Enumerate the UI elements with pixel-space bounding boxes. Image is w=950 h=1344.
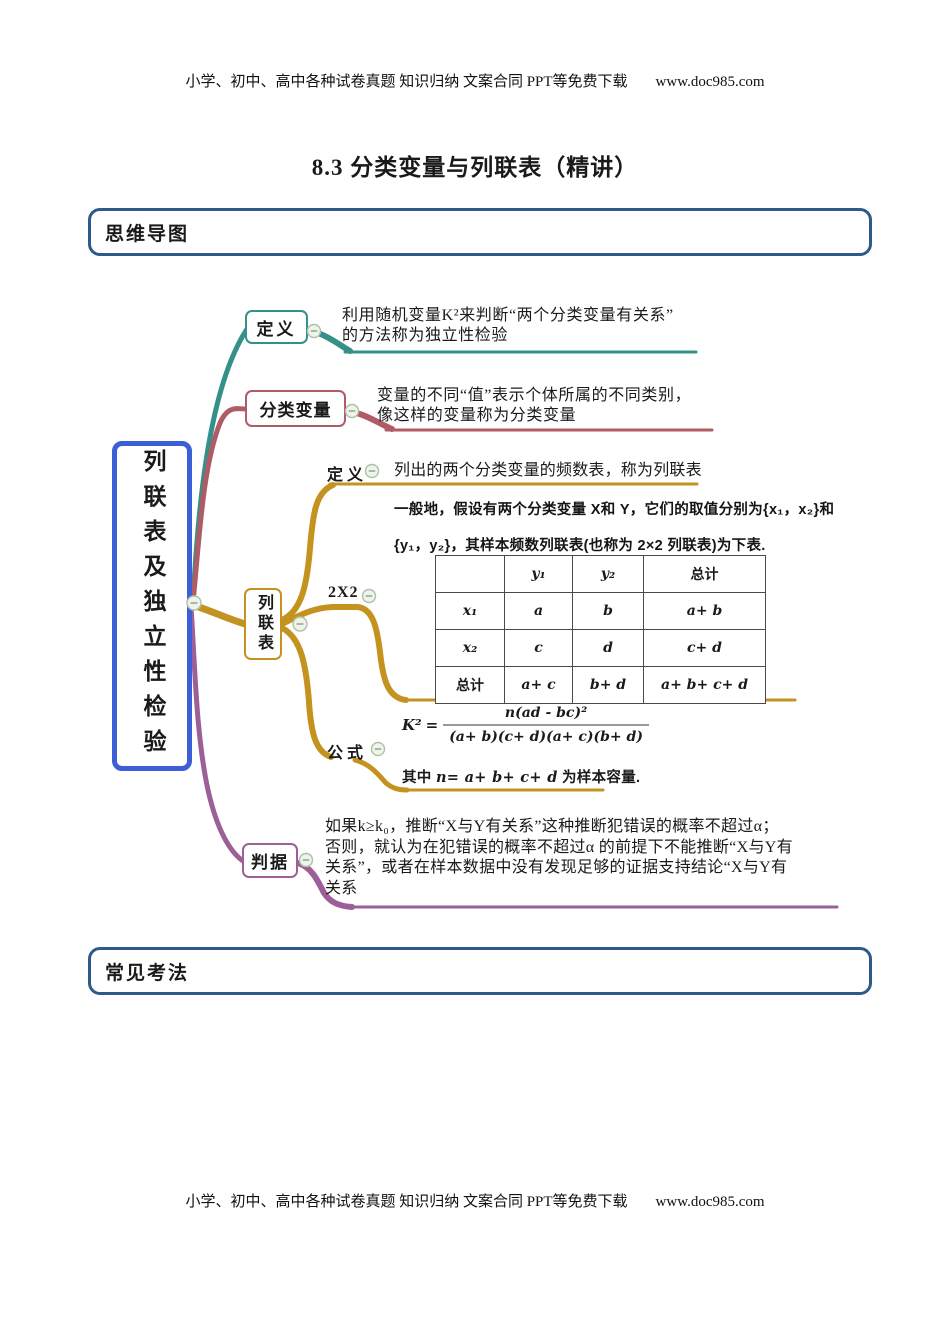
table-cell: b xyxy=(572,592,644,630)
table-cell: 总计 xyxy=(435,666,505,704)
mindmap-root-label: 列联表及独立性检验 xyxy=(140,448,165,764)
node-criterion[interactable]: 判据 xyxy=(242,843,298,878)
table-cell: b+ d xyxy=(572,666,644,704)
table-cell: c+ d xyxy=(643,629,766,667)
table-row: x₂ c d c+ d xyxy=(435,629,766,667)
node-toggle-icon[interactable] xyxy=(186,595,202,611)
sub-node-def2-label[interactable]: 定义 xyxy=(327,467,368,484)
node-categorical-label: 分类变量 xyxy=(259,401,332,420)
branch-trunk-def2 xyxy=(279,482,336,623)
mindmap-root-node[interactable]: 列联表及独立性检验 xyxy=(112,441,192,771)
criterion-text: 如果k≥k₀，推断“X与Y有关系”这种推断犯错误的概率不超过α； 否则，就认为在… xyxy=(325,818,793,897)
node-contingency[interactable]: 列联表 xyxy=(244,588,282,660)
formula-note: 其中 n= a+ b+ c+ d 为样本容量. xyxy=(402,766,640,787)
formula-lhs: K² xyxy=(402,716,422,734)
table-row: y₁ y₂ 总计 xyxy=(435,555,766,593)
table-cell: c xyxy=(504,629,573,667)
table-cell: a+ c xyxy=(504,666,573,704)
formula-note-math: n= a+ b+ c+ d xyxy=(435,769,558,786)
section-mindmap-box: 思维导图 xyxy=(88,208,872,256)
branch-curve-criterion xyxy=(188,604,246,864)
table-row: 总计 a+ c b+ d a+ b+ c+ d xyxy=(435,666,766,704)
categorical-text: 变量的不同“值”表示个体所属的不同类别， 像这样的变量称为分类变量 xyxy=(377,387,692,424)
table-cell: a+ b+ c+ d xyxy=(643,666,766,704)
branch-trunk-2x2 xyxy=(279,604,409,703)
table-cell: x₁ xyxy=(435,592,505,630)
table-cell xyxy=(435,555,505,593)
page-header: 小学、初中、高中各种试卷真题 知识归纳 文案合同 PPT等免费下载 www.doc… xyxy=(0,70,950,91)
branch-trunk-formula xyxy=(279,625,334,760)
formula-denominator: (a+ b)(c+ d)(a+ c)(b+ d) xyxy=(443,724,649,745)
page-title: 8.3 分类变量与列联表（精讲） xyxy=(311,155,639,180)
footer-url: www.doc985.com xyxy=(655,1194,765,1210)
page-footer: 小学、初中、高中各种试卷真题 知识归纳 文案合同 PPT等免费下载 www.doc… xyxy=(0,1190,950,1211)
node-toggle-icon[interactable] xyxy=(344,403,360,419)
table-cell: a+ b xyxy=(643,592,766,630)
node-toggle-icon[interactable] xyxy=(306,323,322,339)
node-toggle-icon[interactable] xyxy=(298,852,314,868)
section-methods-box: 常见考法 xyxy=(88,947,872,995)
formula-numerator: n(ad - bc)² xyxy=(504,705,588,721)
node-criterion-label: 判据 xyxy=(251,853,289,872)
section-methods-label: 常见考法 xyxy=(105,962,190,984)
formula-note-suffix: 为样本容量. xyxy=(557,770,641,786)
table-cell: 总计 xyxy=(643,555,766,593)
node-toggle-icon[interactable] xyxy=(361,588,377,604)
branch-conn-criterion xyxy=(295,860,355,910)
node-definition-label: 定义 xyxy=(256,319,297,339)
formula-equals: = xyxy=(425,716,439,734)
sub-node-formula-label[interactable]: 公式 xyxy=(327,745,368,762)
header-url: www.doc985.com xyxy=(655,74,765,90)
node-contingency-label: 列联表 xyxy=(255,594,272,654)
sub-node-2x2-label[interactable]: 2X2 xyxy=(328,584,359,601)
definition-text: 利用随机变量K²来判断“两个分类变量有关系” 的方法称为独立性检验 xyxy=(342,307,674,344)
node-toggle-icon[interactable] xyxy=(364,463,380,479)
node-definition[interactable]: 定义 xyxy=(245,310,308,344)
formula-fraction: n(ad - bc)² (a+ b)(c+ d)(a+ c)(b+ d) xyxy=(443,705,649,745)
contingency-table: y₁ y₂ 总计 x₁ a b a+ b x₂ c d c+ d 总计 a+ c… xyxy=(435,555,766,704)
header-text: 小学、初中、高中各种试卷真题 知识归纳 文案合同 PPT等免费下载 xyxy=(185,74,628,90)
section-mindmap-label: 思维导图 xyxy=(105,223,190,245)
table-row: x₁ a b a+ b xyxy=(435,592,766,630)
node-toggle-icon[interactable] xyxy=(292,616,308,632)
node-toggle-icon[interactable] xyxy=(370,741,386,757)
def2-text: 列出的两个分类变量的频数表，称为列联表 xyxy=(394,462,702,479)
table-intro-text: 一般地，假设有两个分类变量 X和 Y，它们的取值分别为{x₁，x₂}和 {y₁，… xyxy=(394,502,835,554)
node-categorical[interactable]: 分类变量 xyxy=(245,390,346,427)
k-squared-formula: K² = n(ad - bc)² (a+ b)(c+ d)(a+ c)(b+ d… xyxy=(402,705,649,745)
formula-note-prefix: 其中 xyxy=(402,770,436,786)
footer-text: 小学、初中、高中各种试卷真题 知识归纳 文案合同 PPT等免费下载 xyxy=(185,1194,628,1210)
branch-curve-categorical xyxy=(190,406,249,605)
